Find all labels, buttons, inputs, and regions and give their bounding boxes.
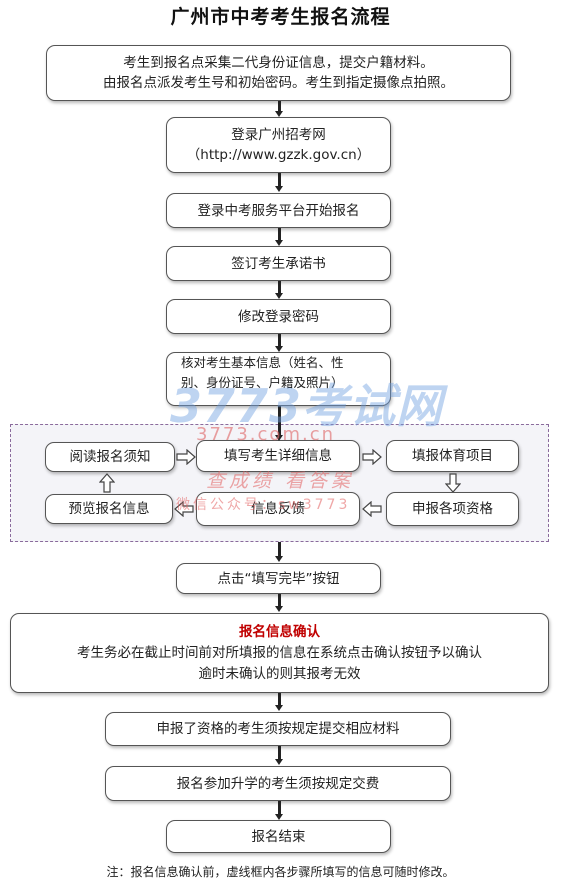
- step-apply-qualification-label: 申报各项资格: [412, 501, 493, 517]
- step-apply-qualification: 申报各项资格: [386, 492, 519, 526]
- arrow-down: [275, 542, 283, 562]
- step-login-site-line1: 登录广州招考网: [231, 127, 326, 143]
- arrow-down: [275, 746, 283, 765]
- arrow-down: [275, 801, 283, 820]
- step-confirm-line1: 考生务必在截止时间前对所填报的信息在系统点击确认按钮予以确认: [77, 644, 482, 661]
- arrow-down: [275, 594, 283, 612]
- step-finish-label: 报名结束: [251, 828, 306, 845]
- step-login-site: 登录广州招考网 （http://www.gzzk.gov.cn）: [166, 117, 391, 173]
- step-confirm: 报名信息确认 考生务必在截止时间前对所填报的信息在系统点击确认按钮予以确认 逾时…: [10, 613, 549, 693]
- step-submit-materials-label: 申报了资格的考生须按规定提交相应材料: [156, 721, 400, 737]
- step-fill-sports: 填报体育项目: [386, 440, 519, 472]
- hollow-arrow-right-icon: [176, 449, 196, 465]
- step-collect-info-line1: 考生到报名点采集二代身份证信息，提交户籍材料。: [123, 55, 434, 71]
- arrow-down: [275, 228, 283, 246]
- step-info-feedback: 信息反馈: [196, 492, 360, 526]
- step-click-finish: 点击“填写完毕”按钮: [176, 563, 381, 594]
- step-collect-info: 考生到报名点采集二代身份证信息，提交户籍材料。 由报名点派发考生号和初始密码。考…: [46, 45, 511, 101]
- step-read-notice: 阅读报名须知: [45, 442, 175, 472]
- arrow-down: [275, 406, 283, 441]
- step-login-platform-label: 登录中考服务平台开始报名: [197, 202, 360, 219]
- arrow-down: [275, 334, 283, 352]
- step-read-notice-label: 阅读报名须知: [69, 449, 151, 465]
- arrow-down: [275, 101, 283, 117]
- step-verify-info-line1: 核对考生基本信息（姓名、性: [181, 355, 344, 370]
- footnote: 注：报名信息确认前，虚线框内各步骤所填写的信息可随时修改。: [106, 865, 455, 879]
- step-sign-pledge-label: 签订考生承诺书: [231, 255, 326, 272]
- hollow-arrow-left-icon: [362, 501, 382, 517]
- step-info-feedback-label: 信息反馈: [251, 501, 305, 517]
- page-title: 广州市中考考生报名流程: [170, 6, 391, 28]
- step-verify-info-line2: 别、身份证号、户籍及照片）: [181, 375, 344, 390]
- step-pay-fee: 报名参加升学的考生须按规定交费: [105, 766, 451, 801]
- hollow-arrow-down-icon: [445, 473, 461, 493]
- step-confirm-title: 报名信息确认: [239, 623, 320, 640]
- step-submit-materials: 申报了资格的考生须按规定提交相应材料: [105, 712, 451, 746]
- step-sign-pledge: 签订考生承诺书: [166, 246, 391, 281]
- step-login-site-line2: （http://www.gzzk.gov.cn）: [186, 147, 371, 163]
- arrow-down: [275, 281, 283, 299]
- step-fill-details: 填写考生详细信息: [196, 440, 360, 472]
- step-verify-info: 核对考生基本信息（姓名、性 别、身份证号、户籍及照片）: [166, 352, 391, 406]
- step-change-password: 修改登录密码: [166, 299, 391, 334]
- step-confirm-line2: 逾时未确认的则其报考无效: [198, 665, 361, 682]
- arrow-down: [275, 173, 283, 192]
- step-click-finish-label: 点击“填写完毕”按钮: [217, 570, 340, 587]
- step-collect-info-line2: 由报名点派发考生号和初始密码。考生到指定摄像点拍照。: [103, 75, 454, 91]
- step-login-platform: 登录中考服务平台开始报名: [166, 193, 391, 228]
- step-pay-fee-label: 报名参加升学的考生须按规定交费: [176, 775, 380, 792]
- step-fill-sports-label: 填报体育项目: [412, 448, 493, 464]
- step-change-password-label: 修改登录密码: [238, 308, 319, 325]
- hollow-arrow-up-icon: [99, 473, 115, 493]
- arrow-down: [275, 693, 283, 711]
- hollow-arrow-right-icon: [362, 449, 382, 465]
- step-preview-info-label: 预览报名信息: [68, 501, 150, 517]
- hollow-arrow-left-icon: [174, 501, 194, 517]
- step-fill-details-label: 填写考生详细信息: [224, 448, 332, 464]
- step-preview-info: 预览报名信息: [45, 494, 173, 524]
- step-finish: 报名结束: [166, 820, 391, 853]
